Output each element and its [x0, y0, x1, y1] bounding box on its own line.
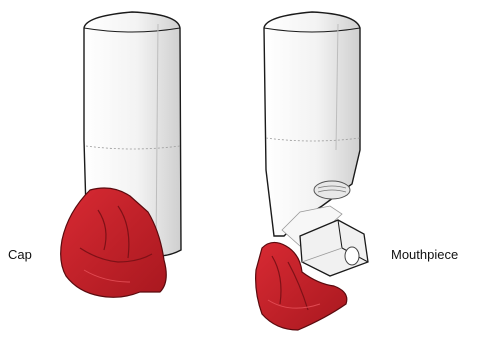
mouthpiece-opening	[345, 247, 359, 265]
inhaler-body-right	[264, 12, 360, 236]
label-cap: Cap	[8, 248, 32, 261]
inhaler-open	[256, 12, 368, 330]
label-mouthpiece: Mouthpiece	[391, 248, 458, 261]
inhaler-closed	[61, 12, 181, 297]
